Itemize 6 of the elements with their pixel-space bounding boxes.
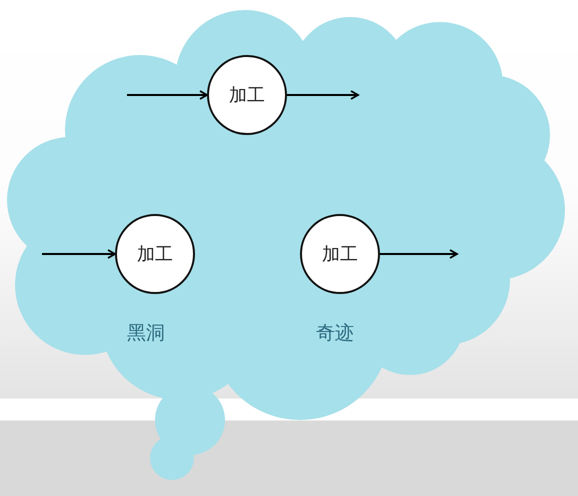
arrow xyxy=(287,90,359,100)
arrow xyxy=(42,249,116,259)
node-caption: 奇迹 xyxy=(316,321,354,346)
arrow xyxy=(380,249,458,259)
node-caption: 黑洞 xyxy=(127,321,165,346)
arrow xyxy=(127,90,208,100)
